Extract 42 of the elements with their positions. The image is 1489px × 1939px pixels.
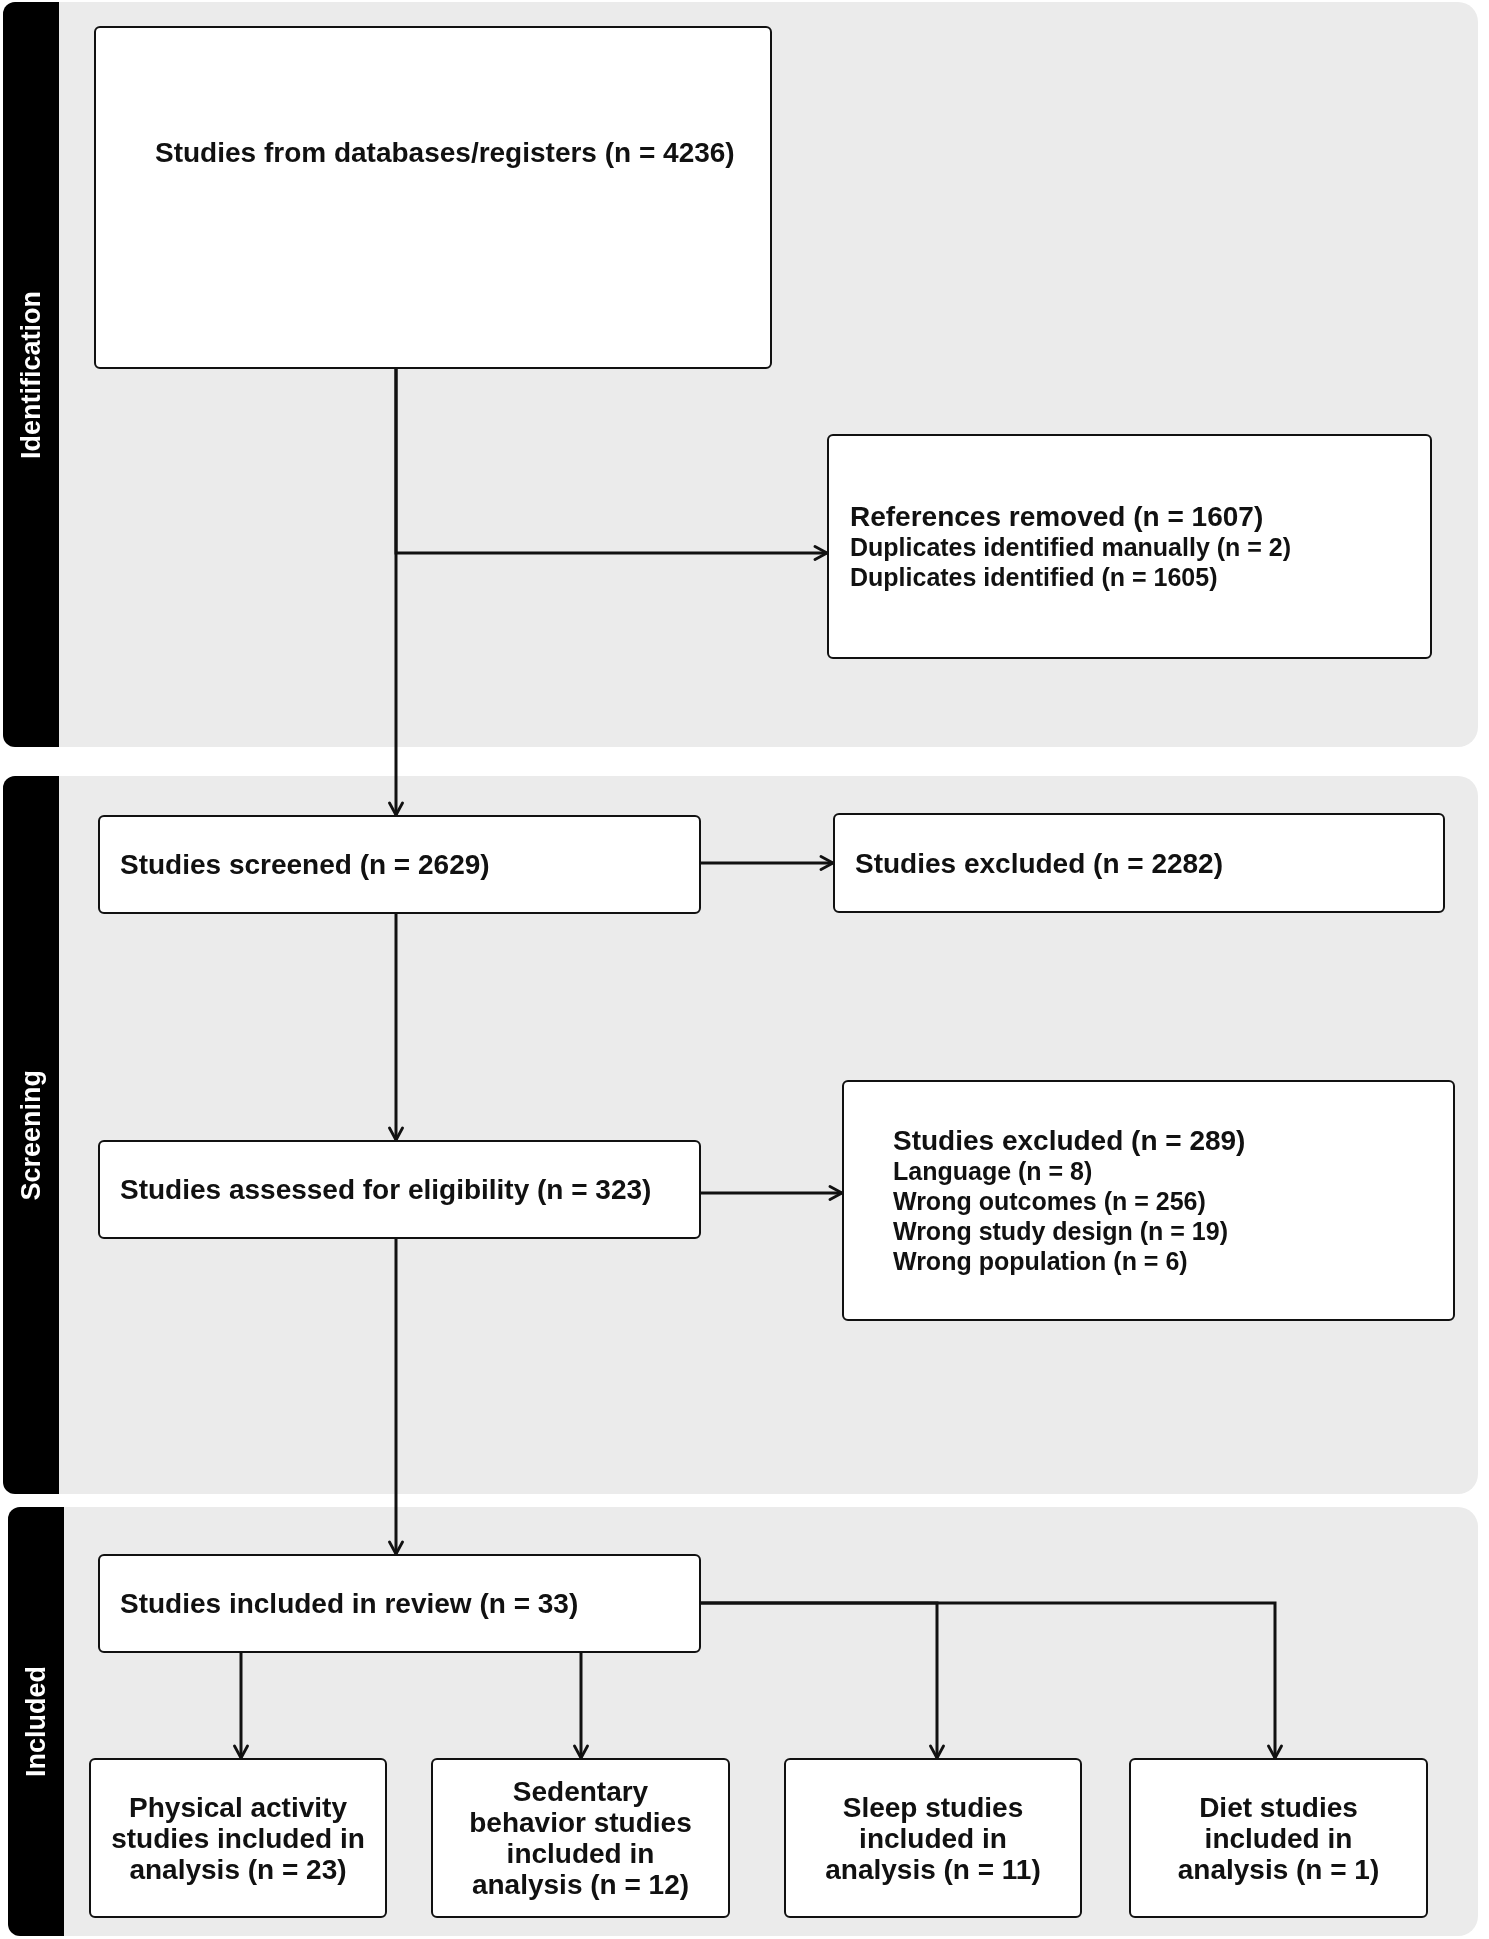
arrow xyxy=(701,1185,844,1201)
arrow xyxy=(233,1653,249,1760)
process-box xyxy=(784,1758,1082,1918)
process-box xyxy=(98,1140,701,1239)
process-box xyxy=(431,1758,730,1918)
box-text: Sleep studies included in analysis (n = 11) xyxy=(824,1791,1042,1885)
process-box xyxy=(94,26,772,369)
process-box xyxy=(833,813,1445,913)
box-text: Studies excluded (n = 2282) xyxy=(855,847,1224,879)
section-panel xyxy=(8,1507,1478,1936)
arrow xyxy=(388,914,404,1142)
section-panel xyxy=(3,776,1478,1494)
process-box xyxy=(842,1080,1455,1321)
section-label: Identification xyxy=(16,290,46,459)
process-box xyxy=(98,1554,701,1653)
box-text: Studies from databases/registers (n = 4236) xyxy=(155,137,735,168)
box-text: Sedentary behavior studies included in analysis (n = 12) xyxy=(468,1776,693,1900)
process-box xyxy=(98,815,701,914)
box-text: Duplicates identified (n = 1605) xyxy=(850,562,1218,592)
box-heading: Studies excluded (n = 289) xyxy=(893,1125,1246,1156)
box-text: Studies screened (n = 2629) xyxy=(120,849,490,880)
box-text: Wrong population (n = 6) xyxy=(893,1246,1188,1276)
box-text: Studies included in review (n = 33) xyxy=(120,1588,579,1619)
arrow xyxy=(701,855,835,871)
process-box xyxy=(1129,1758,1428,1918)
box-text: Diet studies included in analysis (n = 1) xyxy=(1176,1791,1381,1885)
arrow xyxy=(388,1239,404,1556)
section-panel xyxy=(3,2,1478,747)
section-label: Screening xyxy=(16,1069,46,1201)
box-text: Duplicates identified manually (n = 2) xyxy=(850,532,1292,562)
box-text: Language (n = 8) xyxy=(893,1156,1093,1186)
arrow xyxy=(701,1601,1283,1760)
section-label: Included xyxy=(21,1666,51,1777)
box-text: Physical activity studies included in analysis (n = 23) xyxy=(110,1791,366,1885)
box-text: Wrong study design (n = 19) xyxy=(893,1216,1228,1246)
process-box xyxy=(89,1758,387,1918)
box-text: Wrong outcomes (n = 256) xyxy=(893,1186,1206,1216)
process-box xyxy=(827,434,1432,659)
box-heading: References removed (n = 1607) xyxy=(850,501,1264,532)
arrow xyxy=(394,369,829,561)
box-text: Studies assessed for eligibility (n = 323) xyxy=(120,1174,652,1205)
arrow xyxy=(573,1653,589,1760)
